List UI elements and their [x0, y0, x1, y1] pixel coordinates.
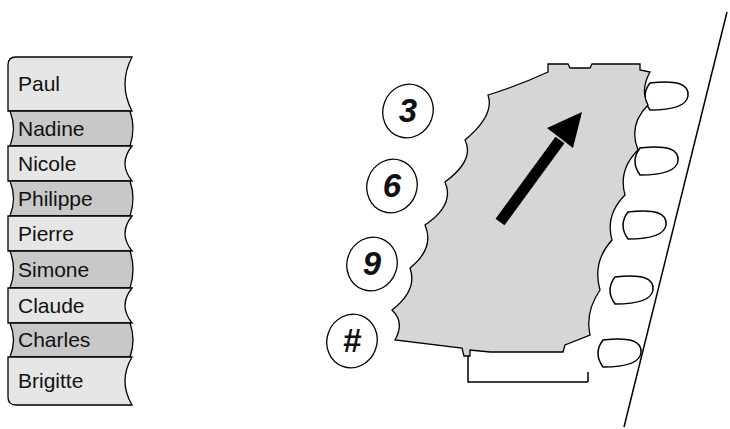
holder-frame — [587, 372, 589, 382]
label-text: Charles — [18, 328, 90, 352]
tab-outline — [10, 181, 133, 216]
label-text: Nicole — [18, 152, 76, 176]
name-tab: Paul — [8, 57, 135, 111]
tab-outline — [8, 357, 132, 405]
name-tab: Nicole — [8, 146, 135, 181]
tab-outline — [10, 251, 133, 288]
tab-outline — [10, 111, 133, 146]
name-tab: Nadine — [8, 111, 135, 146]
name-tab: Philippe — [8, 181, 135, 216]
tab-outline — [8, 288, 132, 323]
name-tab: Pierre — [8, 216, 135, 251]
key-outline — [375, 77, 440, 145]
key-outline — [319, 307, 384, 375]
label-text: Simone — [18, 258, 89, 282]
tab-outline — [8, 146, 132, 181]
keypad-key: 9 — [346, 236, 398, 292]
tab-outline — [8, 216, 132, 251]
label-text: Philippe — [18, 187, 93, 211]
slide-arrow-head — [547, 112, 582, 148]
name-tab: Brigitte — [8, 357, 135, 405]
key-outline — [339, 230, 404, 298]
label-text: # — [343, 322, 361, 360]
name-tab: Charles — [8, 323, 135, 357]
label-text: Brigitte — [18, 369, 83, 393]
label-text: Nadine — [18, 117, 85, 141]
tab-outline — [10, 323, 133, 357]
label-text: Paul — [18, 72, 60, 96]
holder-frame — [468, 352, 588, 382]
label-text: 6 — [383, 167, 401, 205]
name-tab: Simone — [8, 251, 135, 288]
label-text: Pierre — [18, 222, 74, 246]
slide-arrow — [500, 140, 560, 222]
keypad-key: 3 — [382, 83, 434, 139]
keypad-key: # — [326, 313, 378, 369]
keypad-key: 6 — [366, 158, 418, 214]
name-tab: Claude — [8, 288, 135, 323]
key-outline — [359, 152, 424, 220]
tab-outline — [8, 57, 132, 111]
label-text: Claude — [18, 294, 85, 318]
label-text: 9 — [363, 245, 381, 283]
label-text: 3 — [399, 92, 417, 130]
